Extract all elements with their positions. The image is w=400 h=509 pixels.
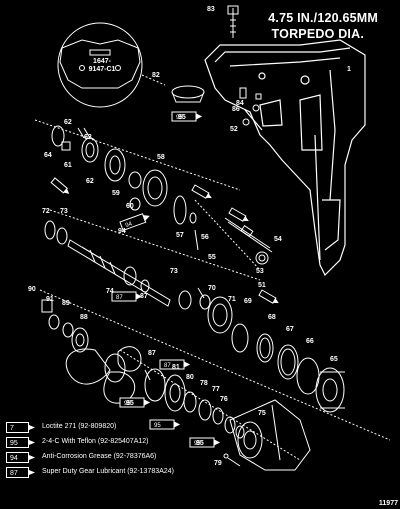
- callout: 63: [84, 134, 92, 141]
- callout: 61: [64, 162, 72, 169]
- o-rings: [231, 323, 320, 395]
- callout: 84: [236, 100, 244, 107]
- detail-circle: [57, 22, 166, 108]
- callout: 94: [118, 228, 126, 235]
- callout: 76: [220, 396, 228, 403]
- legend-row: 7 Loctite 271 (92-809820): [6, 422, 236, 434]
- svg-text:95: 95: [194, 441, 201, 447]
- callout: 57: [176, 232, 184, 239]
- legend-label: 2-4-C With Teflon (92-825407A12): [42, 438, 149, 445]
- screw-79: [223, 453, 241, 467]
- callout: 1: [347, 66, 351, 73]
- gear-housing: [204, 39, 366, 277]
- callout: 83: [207, 6, 215, 13]
- tube-icon: 87: [6, 467, 35, 478]
- shift-shaft: [224, 217, 273, 265]
- callout: 95: [196, 440, 204, 447]
- tube-icon: 94: [6, 452, 35, 463]
- parts-88-91: [41, 299, 89, 353]
- callout: 79: [214, 460, 222, 467]
- gear-58: [104, 148, 168, 211]
- detail-label: 1647- 9147-C1: [82, 58, 122, 74]
- callout: 95: [178, 114, 186, 121]
- callout: 73: [170, 268, 178, 275]
- svg-text:87: 87: [164, 363, 171, 369]
- callout: 66: [306, 338, 314, 345]
- callout: 80: [186, 374, 194, 381]
- bearing-71: [178, 287, 233, 334]
- callout: 90: [28, 286, 36, 293]
- callout: 81: [172, 364, 180, 371]
- svg-text:95: 95: [124, 401, 131, 407]
- legend-row: 87 Super Duty Gear Lubricant (92-13783A2…: [6, 467, 236, 479]
- tube-icon: 95: [6, 437, 35, 448]
- callout: 95: [126, 400, 134, 407]
- callout: 56: [201, 234, 209, 241]
- legend-code: 94: [10, 455, 18, 462]
- bearing-76: [224, 416, 245, 439]
- legend-row: 95 2-4-C With Teflon (92-825407A12): [6, 437, 236, 449]
- callout: 73: [60, 208, 68, 215]
- figure-number: 11977: [378, 500, 398, 507]
- legend-label: Anti-Corrosion Grease (92-78376A6): [42, 453, 157, 460]
- callout: 59: [112, 190, 120, 197]
- diagram-title-line1: 4.75 IN./120.65MM: [268, 11, 378, 25]
- callout: 55: [208, 254, 216, 261]
- screw-83: [227, 5, 239, 38]
- legend-code: 87: [10, 470, 18, 477]
- callout: 72: [42, 208, 50, 215]
- lubricant-legend: 7 Loctite 271 (92-809820) 95 2-4-C With …: [6, 422, 236, 482]
- legend-row: 94 Anti-Corrosion Grease (92-78376A6): [6, 452, 236, 464]
- detail-label-line2: 9147-C1: [88, 66, 116, 73]
- callout: 75: [258, 410, 266, 417]
- callout: 52: [230, 126, 238, 133]
- callout: 77: [212, 386, 220, 393]
- tube-icon: 7: [6, 422, 35, 433]
- callout: 78: [200, 380, 208, 387]
- callout: 64: [44, 152, 52, 159]
- parts-56-57: [173, 195, 199, 251]
- gear-81: [144, 368, 224, 425]
- bearing-carrier-65: [315, 367, 345, 413]
- callout: 51: [258, 282, 266, 289]
- callout: 62: [64, 119, 72, 126]
- callout: 53: [256, 268, 264, 275]
- legend-label: Loctite 271 (92-809820): [42, 423, 117, 430]
- callout: 86: [232, 106, 240, 113]
- callout: 71: [228, 296, 236, 303]
- callout: 54: [274, 236, 282, 243]
- propeller-shaft: [44, 220, 171, 307]
- tube-icons: 95 94 87 87 95 95 95: [50, 111, 279, 448]
- svg-text:95: 95: [176, 115, 183, 121]
- callout: 74: [106, 288, 114, 295]
- callout: 68: [268, 314, 276, 321]
- propeller-blades: [65, 346, 142, 404]
- legend-label: Super Duty Gear Lubricant (92-13783A24): [42, 468, 174, 475]
- callout: 67: [286, 326, 294, 333]
- callout: 89: [62, 300, 70, 307]
- callout: 70: [208, 285, 216, 292]
- legend-code: 7: [10, 425, 14, 432]
- callout: 58: [157, 154, 165, 161]
- diagram-title-line2: TORPEDO DIA.: [271, 27, 364, 41]
- callout: 91: [46, 296, 54, 303]
- callout: 62: [86, 178, 94, 185]
- legend-code: 95: [10, 440, 18, 447]
- callout: 87: [148, 350, 156, 357]
- callout: 88: [80, 314, 88, 321]
- callout: 60: [126, 203, 134, 210]
- callout: 65: [330, 356, 338, 363]
- callout: 87: [140, 293, 148, 300]
- callout: 69: [244, 298, 252, 305]
- svg-text:95: 95: [154, 423, 161, 429]
- svg-text:87: 87: [116, 295, 123, 301]
- cap-82: [171, 85, 205, 103]
- small-parts-84-86: [239, 87, 262, 126]
- detail-label-line1: 1647-: [93, 58, 111, 65]
- bearing-group-62: [51, 125, 99, 163]
- callout: 82: [152, 72, 160, 79]
- lower-carrier-75: [229, 399, 311, 471]
- svg-text:94: 94: [125, 221, 134, 229]
